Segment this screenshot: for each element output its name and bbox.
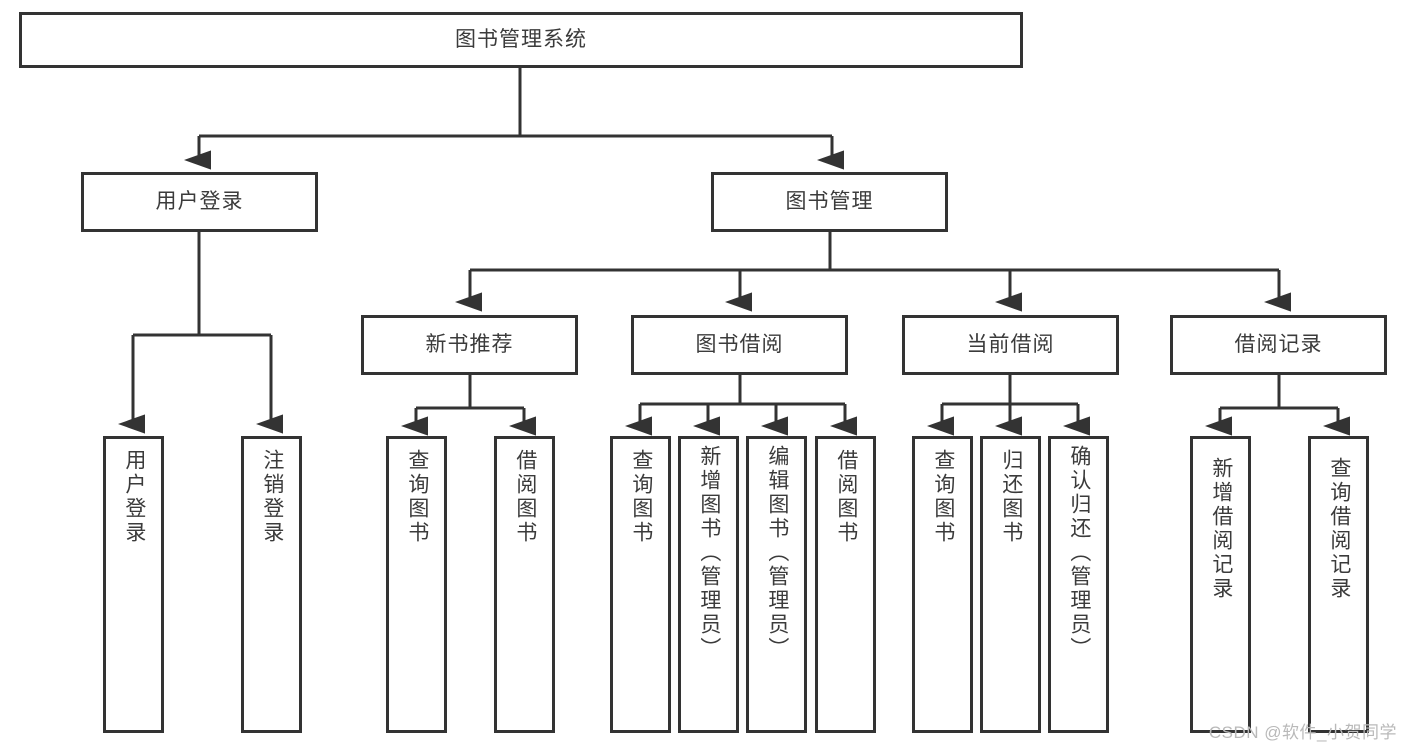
leaf-query-record-label: 查询借阅记录 bbox=[1327, 457, 1351, 601]
leaf-add-record[interactable]: 新增借阅记录 bbox=[1190, 436, 1251, 733]
node-new-book-recommend[interactable]: 新书推荐 bbox=[361, 315, 578, 375]
csdn-watermark: CSDN @软件_小贺同学 bbox=[1208, 723, 1397, 742]
leaf-query-book-1-label: 查询图书 bbox=[405, 449, 429, 545]
leaf-borrow-book-2-label: 借阅图书 bbox=[834, 449, 858, 545]
node-borrow-record[interactable]: 借阅记录 bbox=[1170, 315, 1387, 375]
node-new-book-recommend-label: 新书推荐 bbox=[425, 333, 514, 357]
leaf-add-book-label: 新增图书（管理员） bbox=[697, 445, 721, 661]
node-current-borrow[interactable]: 当前借阅 bbox=[902, 315, 1119, 375]
node-current-borrow-label: 当前借阅 bbox=[966, 333, 1055, 357]
leaf-user-login-label: 用户登录 bbox=[122, 449, 146, 545]
node-borrow-record-label: 借阅记录 bbox=[1234, 333, 1323, 357]
node-root-label: 图书管理系统 bbox=[455, 28, 587, 52]
leaf-add-book[interactable]: 新增图书（管理员） bbox=[678, 436, 739, 733]
leaf-confirm-return[interactable]: 确认归还（管理员） bbox=[1048, 436, 1109, 733]
leaf-borrow-book-1-label: 借阅图书 bbox=[513, 449, 537, 545]
node-user-login[interactable]: 用户登录 bbox=[81, 172, 318, 232]
leaf-query-book-3[interactable]: 查询图书 bbox=[912, 436, 973, 733]
leaf-borrow-book-1[interactable]: 借阅图书 bbox=[494, 436, 555, 733]
leaf-add-record-label: 新增借阅记录 bbox=[1209, 457, 1233, 601]
leaf-edit-book-label: 编辑图书（管理员） bbox=[765, 445, 789, 661]
leaf-logout-label: 注销登录 bbox=[260, 449, 284, 545]
node-book-borrow[interactable]: 图书借阅 bbox=[631, 315, 848, 375]
leaf-borrow-book-2[interactable]: 借阅图书 bbox=[815, 436, 876, 733]
leaf-query-book-2[interactable]: 查询图书 bbox=[610, 436, 671, 733]
leaf-confirm-return-label: 确认归还（管理员） bbox=[1067, 445, 1091, 661]
node-book-manage-label: 图书管理 bbox=[785, 190, 874, 214]
leaf-logout[interactable]: 注销登录 bbox=[241, 436, 302, 733]
leaf-return-book-label: 归还图书 bbox=[999, 449, 1023, 545]
leaf-query-record[interactable]: 查询借阅记录 bbox=[1308, 436, 1369, 733]
leaf-query-book-1[interactable]: 查询图书 bbox=[386, 436, 447, 733]
leaf-return-book[interactable]: 归还图书 bbox=[980, 436, 1041, 733]
leaf-query-book-3-label: 查询图书 bbox=[931, 449, 955, 545]
leaf-user-login[interactable]: 用户登录 bbox=[103, 436, 164, 733]
node-root[interactable]: 图书管理系统 bbox=[19, 12, 1023, 68]
node-user-login-label: 用户登录 bbox=[155, 190, 244, 214]
node-book-borrow-label: 图书借阅 bbox=[695, 333, 784, 357]
leaf-query-book-2-label: 查询图书 bbox=[629, 449, 653, 545]
leaf-edit-book[interactable]: 编辑图书（管理员） bbox=[746, 436, 807, 733]
node-book-manage[interactable]: 图书管理 bbox=[711, 172, 948, 232]
